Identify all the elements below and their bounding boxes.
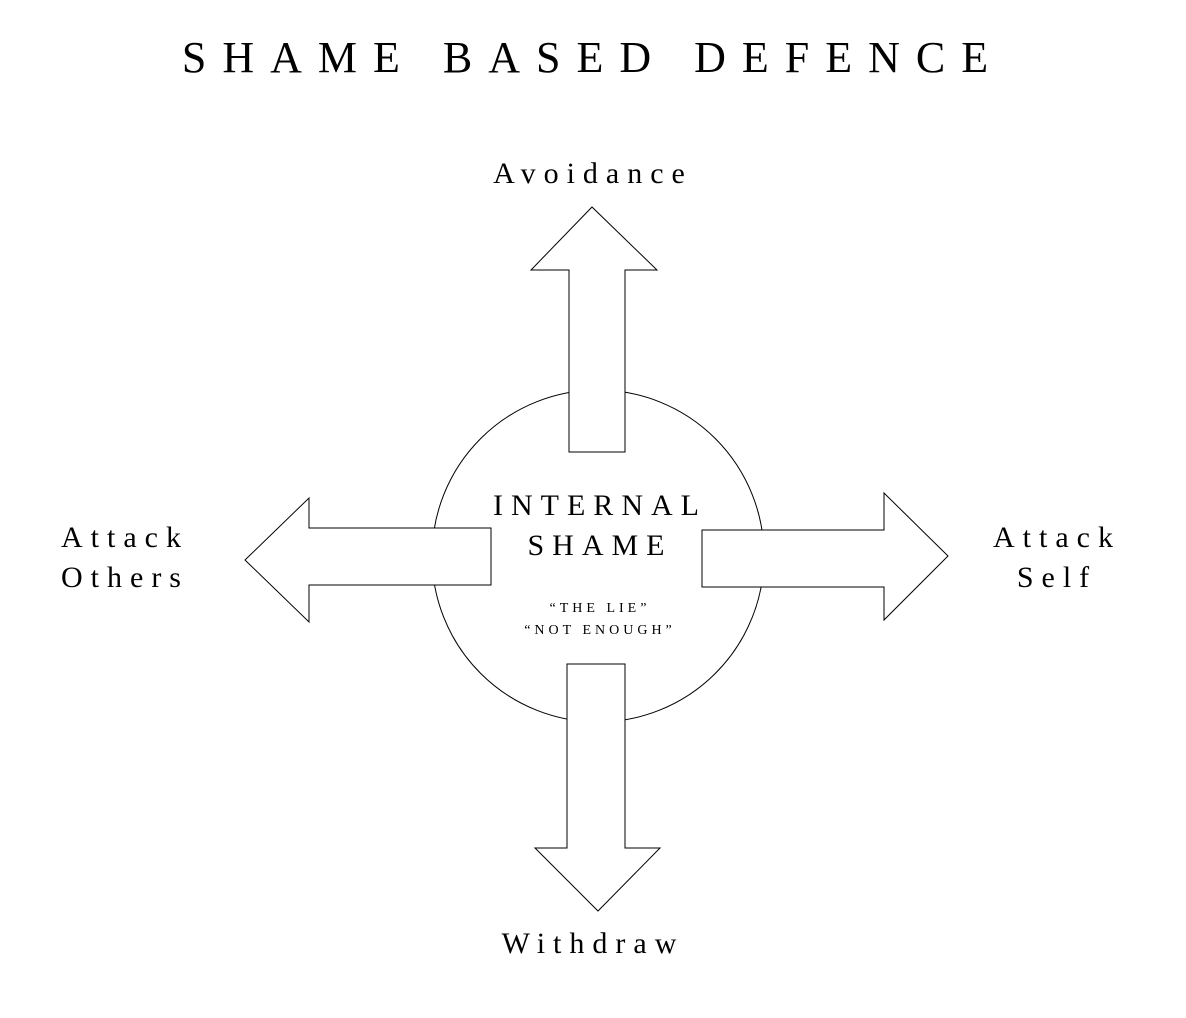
arrow-right-attack-self: [701, 491, 949, 622]
center-quotes: “THE LIE” “NOT ENOUGH”: [470, 598, 730, 642]
label-withdraw: Withdraw: [501, 927, 685, 960]
center-heading-line2: SHAME: [527, 529, 673, 562]
label-attack-self-line2: Self: [1016, 561, 1098, 594]
label-avoidance: Avoidance: [493, 157, 693, 190]
arrow-up-avoidance: [529, 206, 659, 453]
label-attack-others-line1: Attack: [61, 521, 189, 554]
center-quote-not-enough: “NOT ENOUGH”: [524, 623, 676, 638]
label-attack-self: Attack Self: [972, 518, 1142, 598]
arrow-down-withdraw: [533, 663, 662, 912]
center-quote-the-lie: “THE LIE”: [549, 601, 651, 616]
diagram-title: SHAME BASED DEFENCE: [181, 33, 1005, 82]
label-attack-self-line1: Attack: [993, 521, 1121, 554]
label-attack-others-line2: Others: [61, 561, 189, 594]
center-heading: INTERNAL SHAME: [470, 486, 730, 566]
label-attack-others: Attack Others: [40, 518, 210, 598]
arrow-left-attack-others: [244, 496, 492, 624]
center-heading-line1: INTERNAL: [493, 489, 707, 522]
